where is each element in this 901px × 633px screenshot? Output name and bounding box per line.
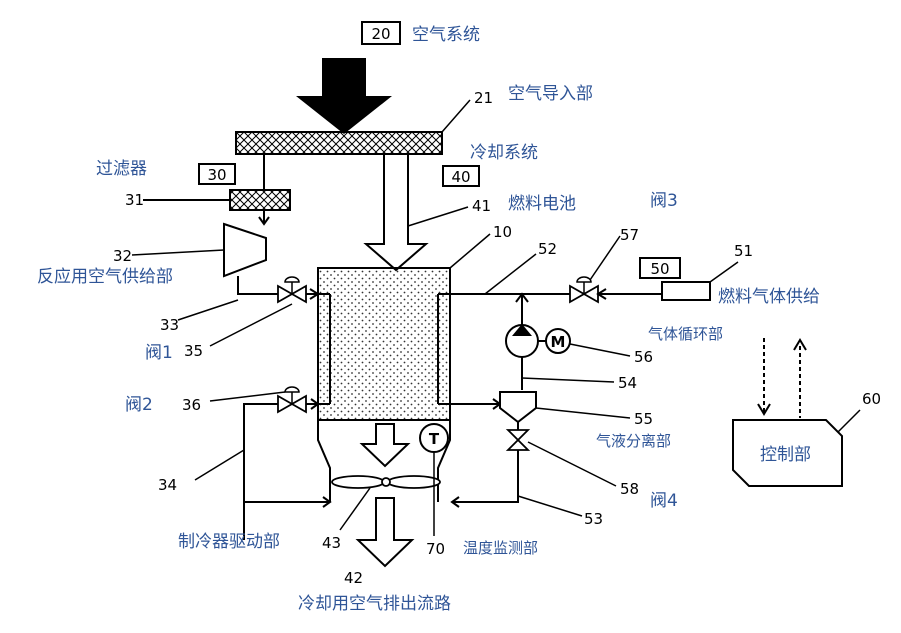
ref-21: 21 [474, 89, 493, 107]
ref-51: 51 [734, 242, 753, 260]
ref-60: 60 [862, 390, 881, 408]
ref-35: 35 [184, 342, 203, 360]
valve-1-icon [277, 276, 307, 304]
ref-42: 42 [344, 569, 363, 587]
svg-text:40: 40 [451, 168, 470, 186]
valve-3-label: 阀3 [650, 191, 678, 211]
cooling-air-exhaust-label: 冷却用空气排出流路 [298, 594, 451, 614]
svg-text:M: M [551, 333, 566, 351]
control-unit-label: 控制部 [760, 445, 811, 465]
air-system-label: 空气系统 [412, 25, 480, 45]
cooling-system-label: 冷却系统 [470, 143, 538, 163]
ref-55: 55 [634, 410, 653, 428]
svg-text:T: T [429, 430, 440, 448]
filter-element [229, 189, 291, 211]
ref-54: 54 [618, 374, 637, 392]
cooling-fan-icon [331, 475, 441, 489]
gas-liquid-separator-icon [499, 391, 537, 424]
ref-31: 31 [125, 191, 144, 209]
air-intake-bar [235, 131, 443, 155]
control-unit-box [732, 419, 843, 487]
air-compressor-icon [223, 222, 267, 278]
svg-text:20: 20 [371, 25, 390, 43]
fuel-cell-stack [317, 267, 451, 421]
valve-2-icon [277, 386, 307, 414]
ref-52: 52 [538, 240, 557, 258]
fuel-tank [661, 281, 711, 301]
gas-liquid-separator-label: 气液分离部 [596, 432, 671, 450]
refrigerator-drive-label: 制冷器驱动部 [178, 532, 280, 552]
temperature-monitor-label: 温度监测部 [463, 539, 538, 557]
fuel-cell-label: 燃料电池 [508, 194, 576, 214]
svg-text:30: 30 [207, 166, 226, 184]
ref-53: 53 [584, 510, 603, 528]
valve-1-label: 阀1 [145, 343, 173, 363]
filter-label: 过滤器 [96, 159, 147, 179]
ref-10: 10 [493, 223, 512, 241]
exhaust-arrow [355, 497, 415, 568]
fuel-system-box: 50 [639, 257, 681, 279]
ref-33: 33 [160, 316, 179, 334]
valve-3-icon [569, 276, 599, 304]
cooling-system-box: 40 [442, 165, 480, 187]
air-system-box: 20 [361, 21, 401, 45]
cooling-air-duct-arrow [363, 153, 429, 272]
ref-43: 43 [322, 534, 341, 552]
svg-text:50: 50 [650, 260, 669, 278]
motor-icon: M [545, 328, 571, 354]
ref-58: 58 [620, 480, 639, 498]
fuel-gas-supply-label: 燃料气体供给 [718, 287, 820, 307]
ref-57: 57 [620, 226, 639, 244]
valve-2-label: 阀2 [125, 395, 153, 415]
reaction-air-supply-label: 反应用空气供给部 [37, 267, 173, 287]
circulation-pump-icon [505, 324, 539, 358]
valve-4-label: 阀4 [650, 491, 678, 511]
air-intake-label: 空气导入部 [508, 84, 593, 104]
ref-32: 32 [113, 247, 132, 265]
cooling-flow-arrow [359, 423, 411, 468]
thermometer-icon: T [419, 423, 449, 453]
ref-70: 70 [426, 540, 445, 558]
ref-36: 36 [182, 396, 201, 414]
filter-box: 30 [198, 163, 236, 185]
ref-56: 56 [634, 348, 653, 366]
ref-41: 41 [472, 197, 491, 215]
valve-4-icon [505, 429, 531, 451]
gas-circulation-label: 气体循环部 [648, 325, 723, 343]
air-inflow-arrow [296, 58, 392, 134]
ref-34: 34 [158, 476, 177, 494]
